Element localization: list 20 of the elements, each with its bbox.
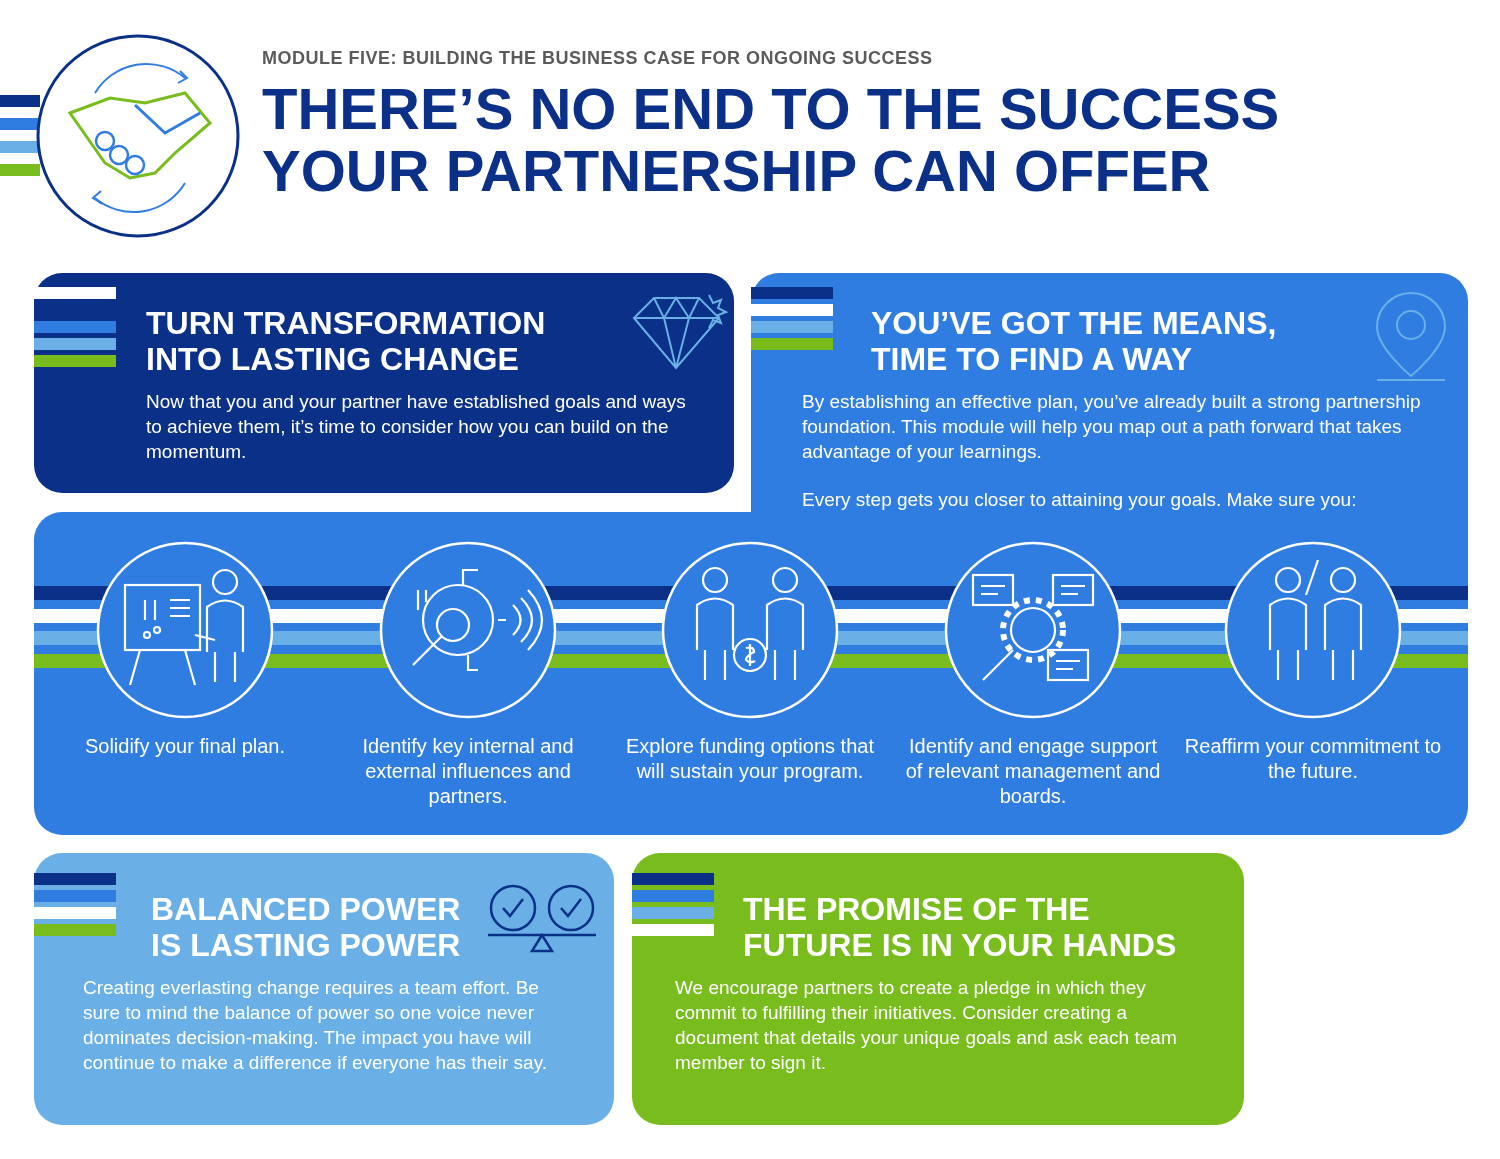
panel-text: Now that you and your partner have established goals and ways to achieve them, it’s time to consider how you can build on the momentum.: [146, 390, 686, 464]
step-caption: Identify key internal and external influences and partners.: [361, 734, 575, 809]
info-panel: [751, 273, 1468, 513]
panel-text: We encourage partners to create a pledge in which they commit to fulfilling their initiatives. Consider creating a document that details your unique goals and ask each team member to sign it.: [675, 976, 1178, 1075]
panel-heading: YOU’VE GOT THE MEANS, TIME TO FIND A WAY: [871, 305, 1278, 377]
panel-text: Creating everlasting change requires a team effort. Be sure to mind the balance of power so one voice never dominates decision-making. The impact you have will continue to make a difference if everyone has their say.: [83, 976, 548, 1075]
step-caption: Explore funding options that will sustain your program.: [625, 734, 875, 784]
panel-text: Every step gets you closer to attaining your goals. Make sure you:: [802, 488, 1358, 512]
step-caption: Reaffirm your commitment to the future.: [1183, 734, 1443, 784]
info-panel: [632, 853, 1244, 1125]
panel-heading: BALANCED POWER IS LASTING POWER: [151, 891, 462, 963]
info-panel: [34, 273, 734, 493]
subtitle: MODULE FIVE: BUILDING THE BUSINESS CASE FOR ONGOING SUCCESS: [262, 48, 933, 69]
info-panel: [34, 853, 614, 1125]
step-caption: Identify and engage support of relevant management and boards.: [904, 734, 1162, 809]
title: THERE’S NO END TO THE SUCCESS YOUR PARTNERSHIP CAN OFFER: [262, 78, 1281, 202]
step-caption: Solidify your final plan.: [83, 734, 287, 759]
panel-heading: TURN TRANSFORMATION INTO LASTING CHANGE: [146, 305, 547, 377]
panel-text: By establishing an effective plan, you’ve already built a strong partnership foundation. This module will help you map out a path forward that takes advantage of your learnings.: [802, 390, 1422, 464]
panel-heading: THE PROMISE OF THE FUTURE IS IN YOUR HANDS: [743, 891, 1178, 963]
